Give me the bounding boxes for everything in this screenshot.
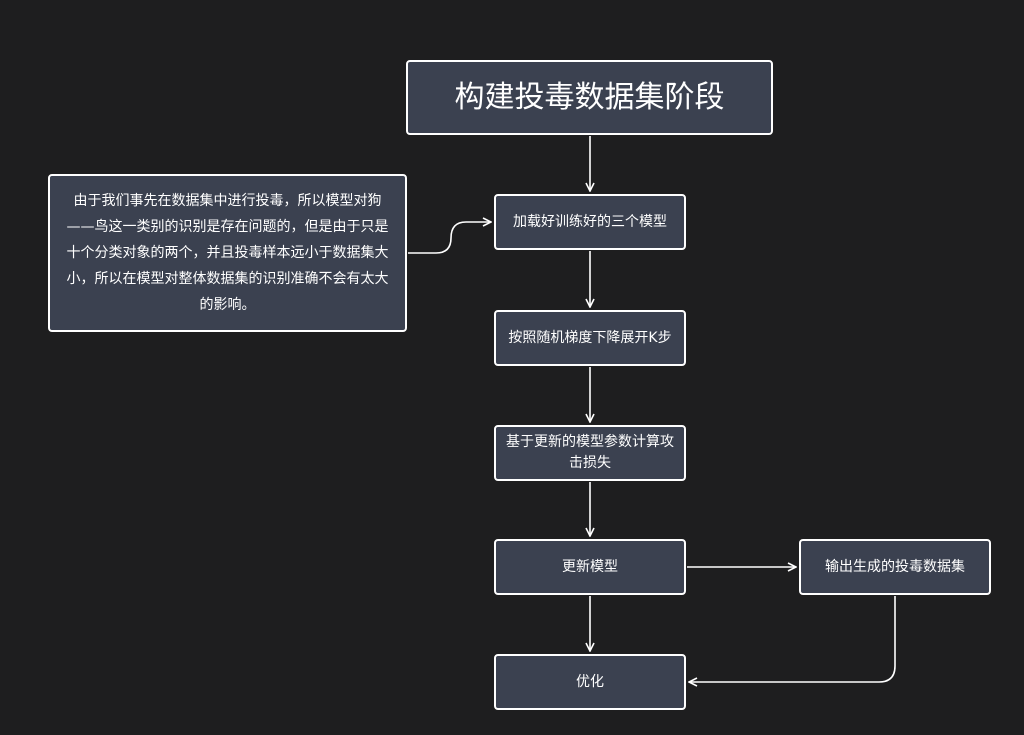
node-output-dataset[interactable]: 输出生成的投毒数据集 [799, 539, 991, 595]
node-update-model[interactable]: 更新模型 [494, 539, 686, 595]
node-optimize-label: 优化 [576, 673, 604, 690]
node-compute-loss-label: 基于更新的模型参数计算攻击损失 [506, 434, 674, 471]
edge-output-to-optimize [689, 596, 896, 682]
node-update-model-label: 更新模型 [562, 558, 618, 575]
node-sgd-steps-label: 按照随机梯度下降展开K步 [508, 329, 672, 346]
node-sgd-steps[interactable]: 按照随机梯度下降展开K步 [494, 310, 686, 366]
note-text: 由于我们事先在数据集中进行投毒，所以模型对狗——鸟这一类别的识别是存在问题的，但… [66, 193, 389, 313]
node-optimize[interactable]: 优化 [494, 654, 686, 710]
node-load-models-label: 加载好训练好的三个模型 [513, 213, 667, 230]
node-output-dataset-label: 输出生成的投毒数据集 [825, 558, 965, 575]
edge-note-to-load [408, 222, 491, 254]
note-box[interactable]: 由于我们事先在数据集中进行投毒，所以模型对狗——鸟这一类别的识别是存在问题的，但… [48, 174, 407, 332]
node-load-models[interactable]: 加载好训练好的三个模型 [494, 194, 686, 250]
node-compute-loss[interactable]: 基于更新的模型参数计算攻击损失 [494, 425, 686, 481]
node-title-label: 构建投毒数据集阶段 [454, 80, 725, 115]
node-title[interactable]: 构建投毒数据集阶段 [406, 60, 773, 135]
